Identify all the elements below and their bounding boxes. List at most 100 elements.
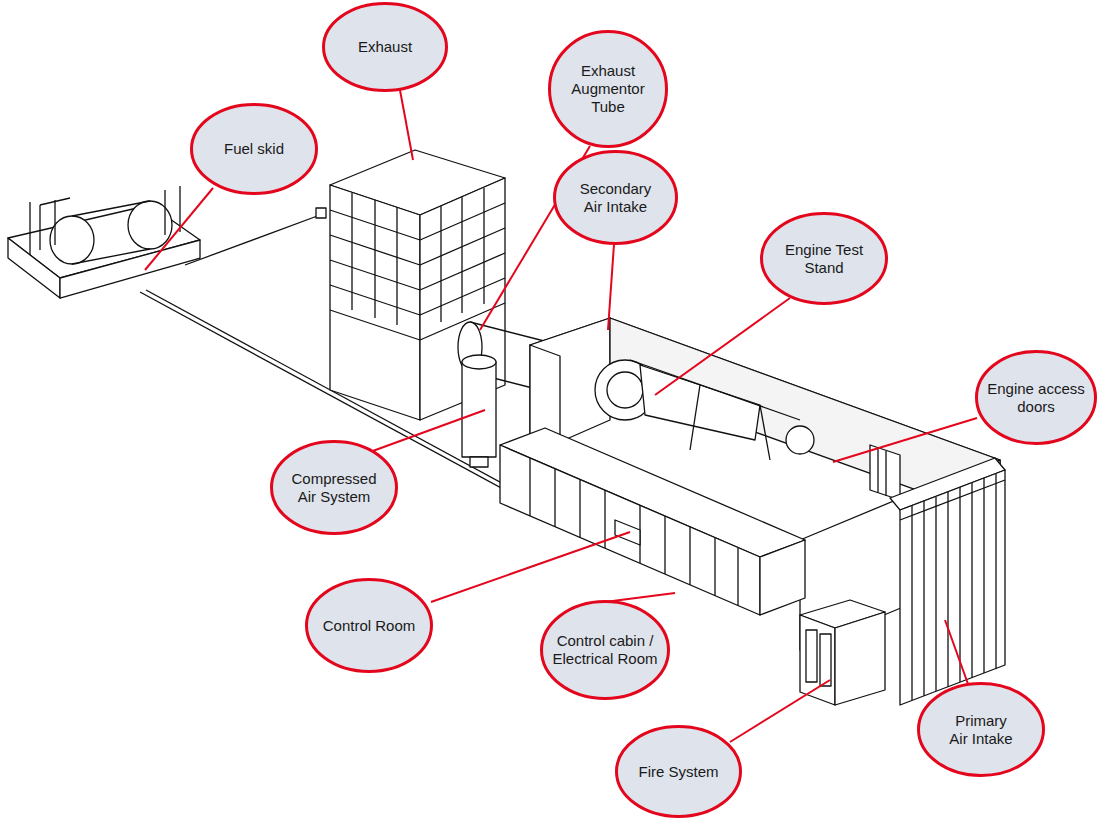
cabinet-line bbox=[579, 480, 580, 538]
fuel-tank bbox=[50, 216, 94, 264]
skid-frame bbox=[54, 200, 55, 245]
access-door bbox=[885, 451, 886, 496]
callout-text-wrap: Fire System bbox=[615, 725, 742, 818]
stack-front bbox=[330, 185, 420, 420]
callout-ellipse: Fire System bbox=[615, 725, 742, 818]
stack-grid bbox=[330, 210, 420, 240]
cabinet-line bbox=[664, 516, 665, 574]
fire-box-front bbox=[800, 615, 835, 705]
callout-text-wrap: Control Room bbox=[305, 578, 433, 673]
callout-ellipse: Engine Test Stand bbox=[760, 212, 888, 305]
fuel-pipe bbox=[185, 215, 320, 265]
engine-inlet bbox=[607, 372, 643, 408]
ellipse-shape bbox=[555, 152, 677, 244]
intake-slat bbox=[947, 492, 948, 687]
ellipse-shape bbox=[324, 4, 447, 91]
callout-ellipse: Fuel skid bbox=[190, 103, 318, 195]
ellipse-shape bbox=[307, 580, 432, 672]
callout-text-wrap: Compressed Air System bbox=[270, 440, 398, 535]
callout-ellipse: Control Room bbox=[305, 578, 433, 673]
callout-label: Fuel skid bbox=[199, 140, 309, 158]
cabinet-line bbox=[529, 458, 530, 516]
thrust-frame bbox=[786, 426, 814, 454]
cabinet-line bbox=[554, 469, 555, 527]
intake-face bbox=[900, 470, 1005, 705]
cabinet-line bbox=[714, 538, 715, 596]
leader-line bbox=[145, 188, 213, 270]
callout-ellipse: Exhaust bbox=[322, 2, 448, 92]
test-stand-leg bbox=[760, 405, 770, 460]
tank-outline bbox=[72, 201, 150, 216]
callout-text-wrap: Exhaust bbox=[322, 2, 448, 92]
intake-slat bbox=[959, 487, 960, 682]
fire-door bbox=[806, 630, 817, 682]
callout-ellipse: Secondary Air Intake bbox=[553, 150, 678, 245]
leader-lines bbox=[145, 90, 977, 742]
ellipse-shape bbox=[617, 727, 741, 817]
intake-slat bbox=[911, 506, 912, 700]
callout-text-wrap: Control cabin / Electrical Room bbox=[540, 600, 670, 700]
engine-body bbox=[640, 365, 760, 440]
callout-ellipse: Exhaust Augmentor Tube bbox=[548, 30, 668, 148]
stack-grid bbox=[330, 260, 420, 290]
ellipse-shape bbox=[272, 442, 397, 534]
control-end bbox=[760, 540, 805, 615]
cabinet-line bbox=[689, 527, 690, 585]
callout-label: Engine Test Stand bbox=[777, 241, 872, 277]
air-tank-base bbox=[470, 457, 488, 467]
callout-label: Primary Air Intake bbox=[945, 712, 1017, 748]
leader-line bbox=[945, 620, 968, 684]
callout-text-wrap: Engine access doors bbox=[975, 350, 1097, 445]
callout-text-wrap: Secondary Air Intake bbox=[553, 150, 678, 245]
tank-outline bbox=[72, 249, 150, 264]
callout-ellipse: Primary Air Intake bbox=[917, 682, 1045, 777]
pipe-valve bbox=[316, 208, 326, 218]
fire-door bbox=[820, 634, 831, 686]
leader-line bbox=[730, 680, 830, 742]
ellipse-shape bbox=[192, 105, 317, 194]
callout-label: Engine access doors bbox=[981, 380, 1091, 416]
air-tank bbox=[462, 362, 496, 457]
callout-text-wrap: Engine Test Stand bbox=[760, 212, 888, 305]
callout-ellipse: Control cabin / Electrical Room bbox=[540, 600, 670, 700]
stack-grid bbox=[420, 253, 505, 290]
stack-grid bbox=[420, 203, 505, 240]
skid-frame bbox=[164, 190, 165, 235]
ellipse-shape bbox=[550, 32, 667, 147]
callout-ellipse: Engine access doors bbox=[975, 350, 1097, 445]
stack-grid bbox=[330, 285, 420, 315]
test-stand-leg bbox=[690, 385, 700, 450]
leader-line bbox=[370, 410, 485, 452]
callout-label: Control Room bbox=[314, 617, 424, 635]
callout-text-wrap: Exhaust Augmentor Tube bbox=[548, 30, 668, 148]
access-door bbox=[870, 445, 900, 500]
air-tank-top bbox=[462, 355, 496, 369]
leader-line bbox=[431, 532, 630, 602]
callout-label: Exhaust Augmentor Tube bbox=[562, 62, 654, 116]
intake-slat bbox=[995, 474, 996, 669]
skid-frame bbox=[179, 186, 180, 232]
test-stand-beam bbox=[630, 360, 800, 420]
callout-label: Fire System bbox=[624, 763, 734, 781]
callout-label: Compressed Air System bbox=[287, 470, 382, 506]
fire-box-side bbox=[835, 612, 885, 705]
callout-label: Secondary Air Intake bbox=[576, 180, 656, 216]
leader-line bbox=[400, 90, 413, 160]
stack-grid bbox=[420, 228, 505, 265]
stack-grid bbox=[440, 206, 441, 322]
access-door bbox=[877, 449, 878, 493]
intake-slat bbox=[923, 501, 924, 696]
callout-label: Control cabin / Electrical Room bbox=[545, 632, 665, 668]
skid-ladder bbox=[29, 202, 30, 255]
callout-ellipse: Compressed Air System bbox=[270, 440, 398, 535]
line-art bbox=[8, 150, 1005, 705]
callout-text-wrap: Fuel skid bbox=[190, 103, 318, 195]
ellipse-shape bbox=[542, 602, 669, 699]
ellipse-shape bbox=[919, 684, 1044, 776]
leader-line bbox=[655, 298, 790, 395]
leader-line bbox=[608, 244, 614, 330]
callout-label: Exhaust bbox=[330, 38, 440, 56]
ellipse-shape bbox=[762, 214, 887, 304]
intake-slat bbox=[935, 497, 936, 691]
